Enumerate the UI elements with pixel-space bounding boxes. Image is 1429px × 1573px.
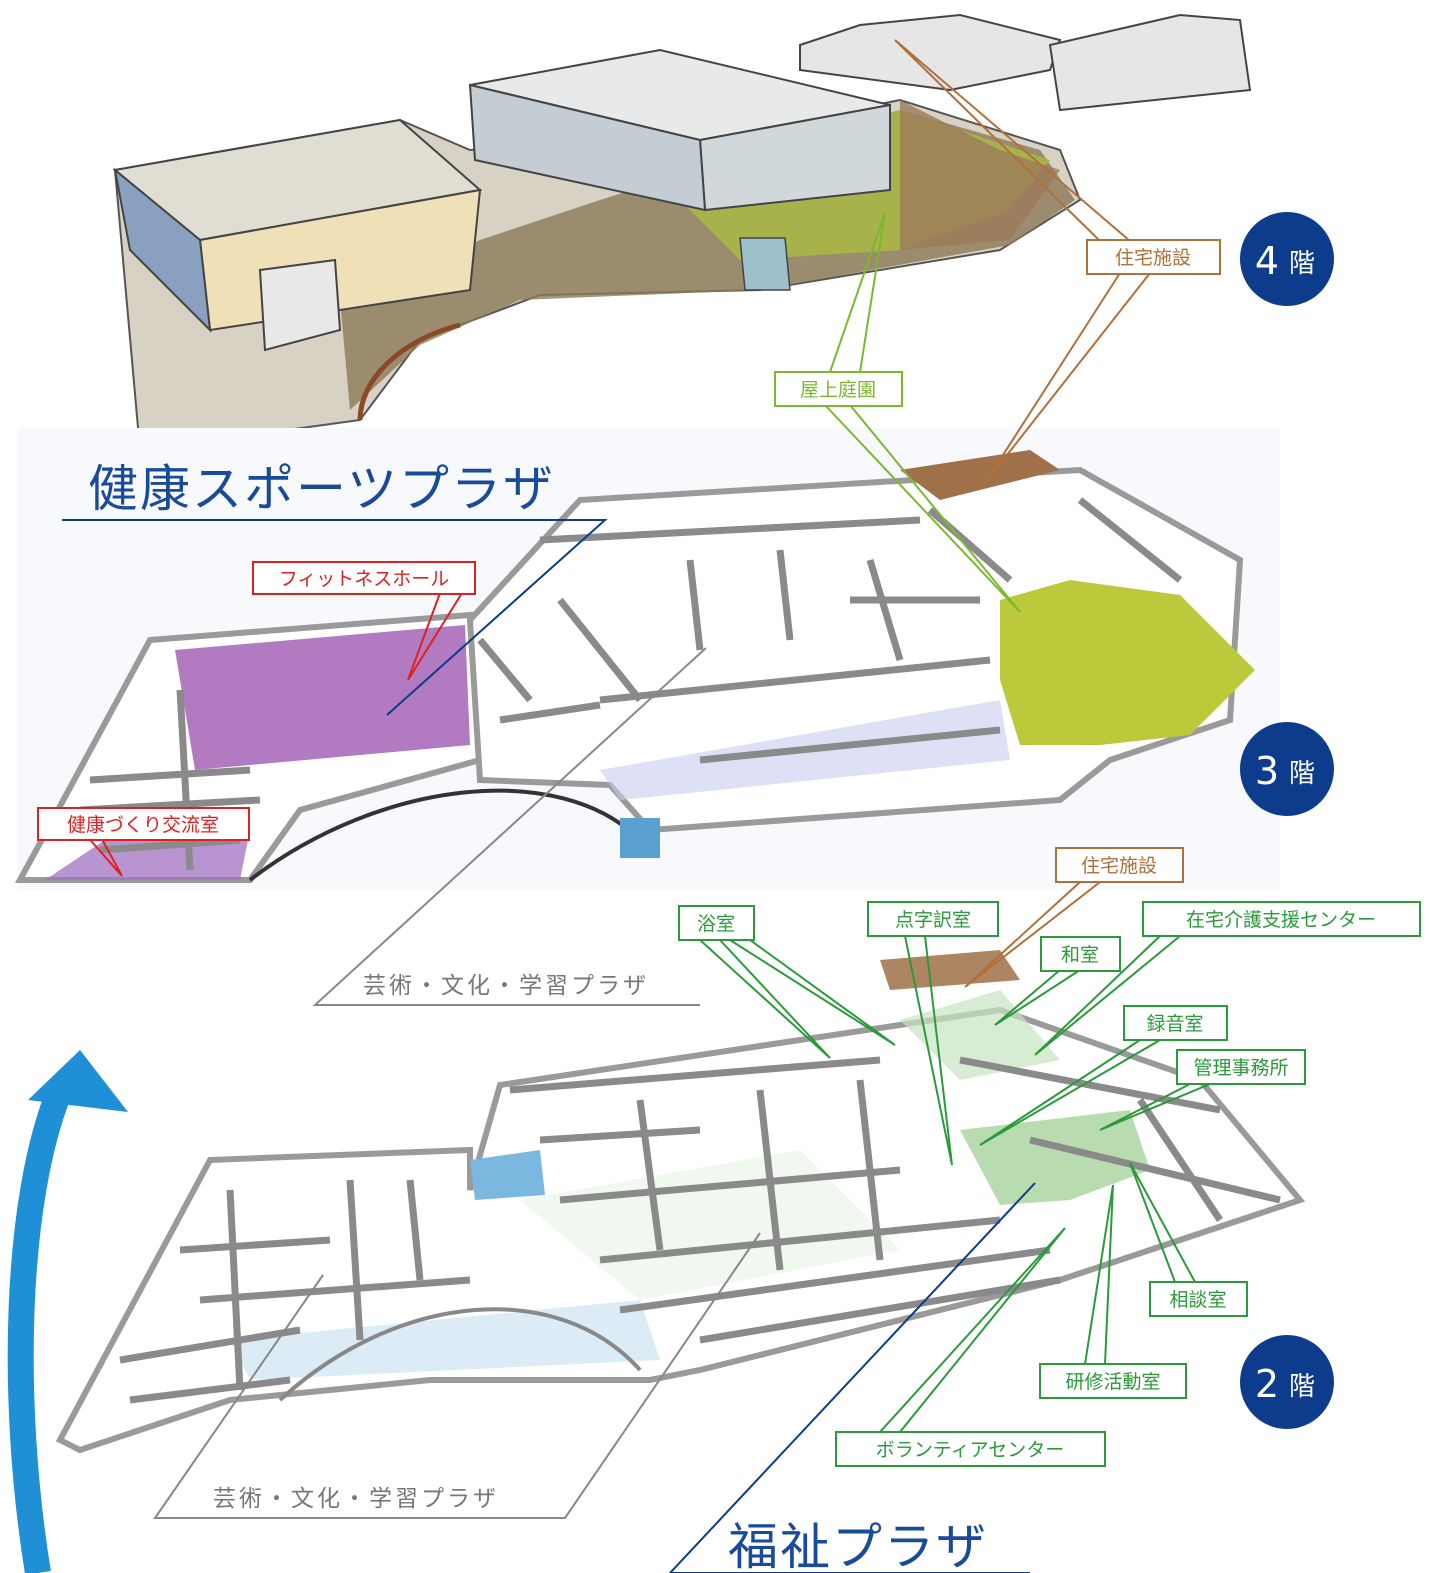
svg-text:住宅施設: 住宅施設: [1081, 855, 1157, 877]
floor-badge-3: 3 階: [1240, 722, 1334, 816]
label-rooftop-garden: 屋上庭園: [774, 212, 1021, 613]
floor-badge-4: 4 階: [1240, 212, 1334, 306]
upward-arrow: [7, 1050, 128, 1573]
svg-text:ボランティアセンター: ボランティアセンター: [876, 1439, 1064, 1461]
label-braille-room: 点字訳室: [867, 901, 999, 1166]
svg-text:2: 2: [1255, 1362, 1279, 1406]
label-admin-office: 管理事務所: [1099, 1049, 1306, 1131]
label-fitness-hall: フィットネスホール: [252, 561, 476, 681]
svg-text:和室: 和室: [1061, 944, 1099, 966]
svg-text:在宅介護支援センター: 在宅介護支援センター: [1186, 909, 1376, 931]
svg-text:点字訳室: 点字訳室: [895, 909, 971, 931]
svg-text:浴室: 浴室: [697, 913, 735, 935]
floor-3-plan: [14, 428, 1280, 890]
svg-text:屋上庭園: 屋上庭園: [800, 379, 876, 401]
svg-text:研修活動室: 研修活動室: [1065, 1371, 1160, 1393]
svg-text:管理事務所: 管理事務所: [1193, 1057, 1288, 1079]
svg-text:芸術・文化・学習プラザ: 芸術・文化・学習プラザ: [363, 973, 649, 999]
svg-text:住宅施設: 住宅施設: [1115, 247, 1191, 269]
arts-plaza-title-2f: 芸術・文化・学習プラザ: [153, 1232, 761, 1519]
label-housing-2f: 住宅施設: [964, 847, 1184, 988]
svg-text:階: 階: [1289, 249, 1315, 279]
arts-plaza-title-3f: 芸術・文化・学習プラザ: [312, 647, 707, 1006]
label-consultation-room: 相談室: [1129, 1162, 1248, 1317]
svg-text:4: 4: [1255, 239, 1279, 283]
floor-2-plan: [55, 950, 1306, 1454]
svg-text:芸術・文化・学習プラザ: 芸術・文化・学習プラザ: [213, 1486, 499, 1512]
svg-text:階: 階: [1289, 1372, 1315, 1402]
svg-text:録音室: 録音室: [1146, 1013, 1203, 1035]
welfare-plaza-title: 福祉プラザ: [668, 1182, 1036, 1573]
label-bath: 浴室: [678, 905, 896, 1059]
svg-text:3: 3: [1255, 749, 1279, 793]
svg-text:福祉プラザ: 福祉プラザ: [728, 1518, 988, 1573]
svg-text:健康づくり交流室: 健康づくり交流室: [67, 814, 219, 836]
label-training-room: 研修活動室: [1039, 1184, 1187, 1399]
label-volunteer-center: ボランティアセンター: [835, 1227, 1106, 1467]
svg-text:健康スポーツプラザ: 健康スポーツプラザ: [88, 460, 555, 518]
sports-plaza-title: 健康スポーツプラザ: [62, 460, 608, 716]
label-japanese-room: 和室: [994, 936, 1121, 1026]
label-health-room: 健康づくり交流室: [37, 807, 250, 877]
label-recording-room: 録音室: [979, 1005, 1228, 1146]
svg-text:フィットネスホール: フィットネスホール: [279, 568, 450, 590]
svg-text:階: 階: [1289, 759, 1315, 789]
floor-4-illustration: [112, 13, 1252, 452]
label-homecare-center: 在宅介護支援センター: [1034, 901, 1421, 1056]
label-housing-4f: 住宅施設: [894, 39, 1221, 484]
svg-text:相談室: 相談室: [1169, 1289, 1226, 1311]
floor-badge-2: 2 階: [1240, 1335, 1334, 1429]
